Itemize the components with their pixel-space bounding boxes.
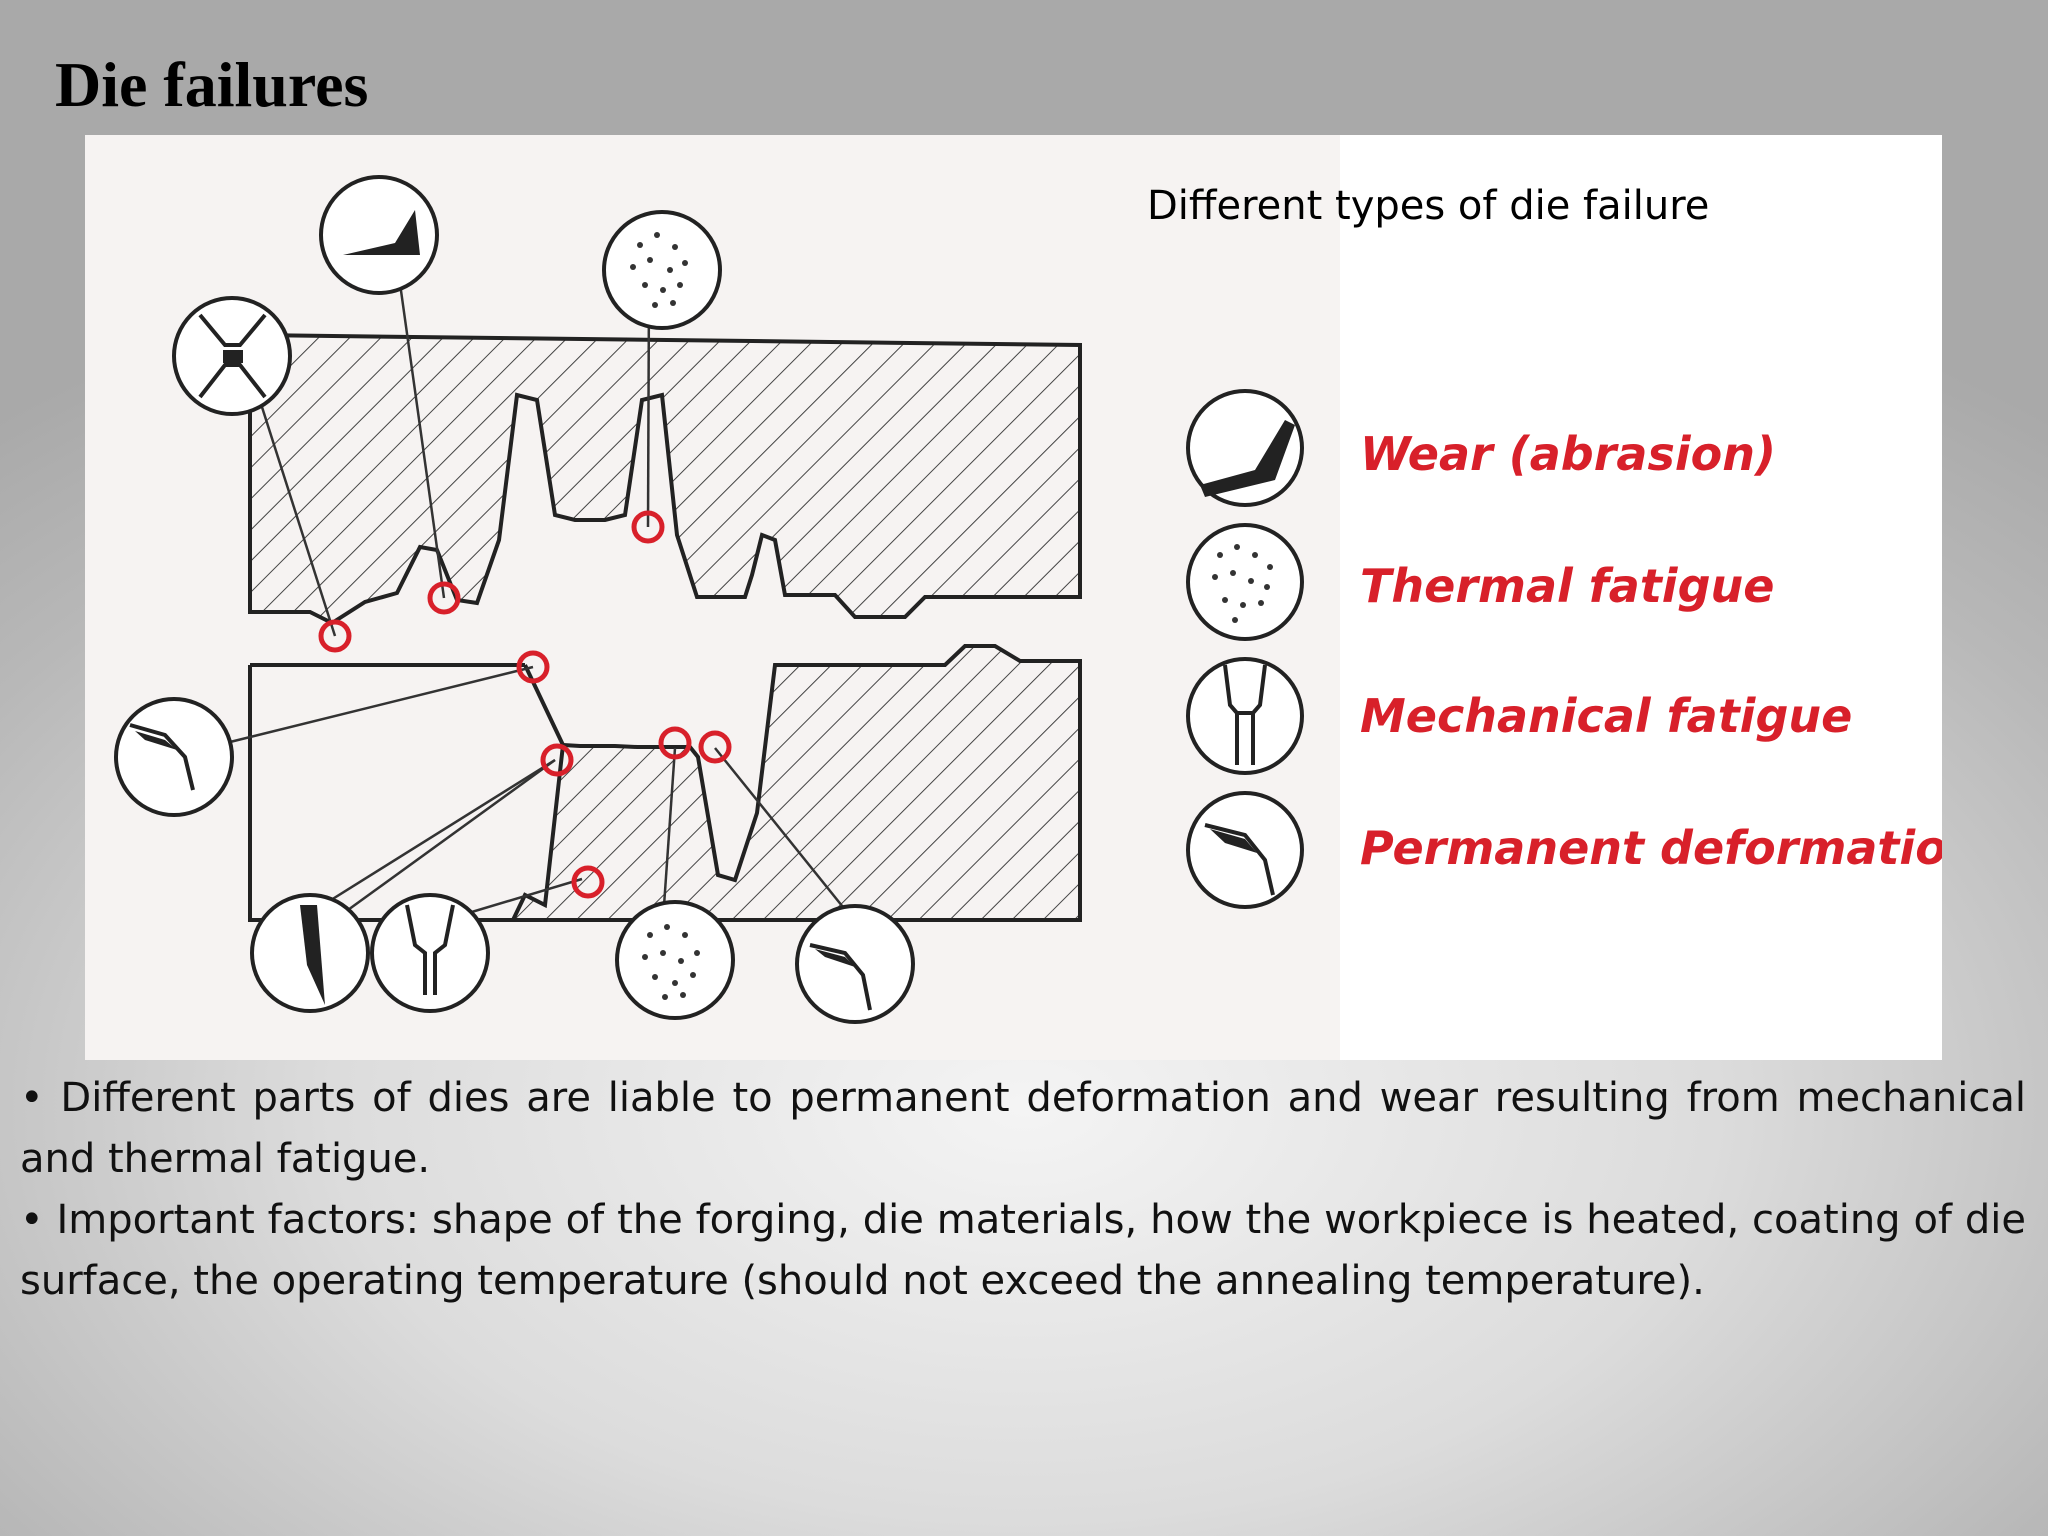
failure-marker: [516, 650, 550, 684]
leader-lines: [229, 261, 856, 923]
bullet-list: • Different parts of dies are liable to …: [20, 1068, 2026, 1312]
failure-marker: [540, 743, 574, 777]
bullet-item: • Important factors: shape of the forgin…: [20, 1197, 2026, 1304]
thermal-fatigue-icon: [1186, 523, 1304, 641]
failure-markers: [318, 510, 732, 899]
callout-mechanical-bottom: [370, 893, 490, 1013]
wear-icon: [1186, 389, 1304, 507]
die-cross-section-diagram: Wear (abrasion) Thermal fatigue Mechanic…: [85, 135, 1942, 1060]
failure-marker: [318, 619, 352, 653]
legend: Wear (abrasion) Thermal fatigue Mechanic…: [1186, 389, 1942, 909]
callout-wear-top: [319, 175, 439, 295]
callout-deformation-left: [114, 697, 234, 817]
legend-label-permanent-deformation: Permanent deformation: [1360, 821, 1942, 875]
legend-label-wear: Wear (abrasion): [1360, 427, 1776, 481]
mechanical-fatigue-icon: [1186, 657, 1304, 775]
figure-caption: Different types of die failure: [1147, 183, 1710, 229]
callout-thermal-top: [602, 210, 722, 330]
failure-marker: [658, 726, 692, 760]
failure-marker: [698, 730, 732, 764]
callout-thermal-bottom: [615, 900, 735, 1020]
legend-label-mechanical-fatigue: Mechanical fatigue: [1360, 689, 1852, 743]
callout-wear-bottom: [250, 893, 370, 1013]
failure-marker: [427, 581, 461, 615]
failure-marker: [631, 510, 665, 544]
failure-marker: [571, 865, 605, 899]
die-failure-figure: Wear (abrasion) Thermal fatigue Mechanic…: [85, 135, 1942, 1060]
callout-deformation-bottom: [795, 904, 915, 1024]
lower-die: [248, 644, 1082, 922]
legend-label-thermal-fatigue: Thermal fatigue: [1360, 559, 1774, 613]
permanent-deformation-icon: [1186, 791, 1304, 909]
upper-die: [248, 332, 1082, 626]
slide-title: Die failures: [55, 49, 369, 120]
callout-mechanical-top: [172, 296, 292, 416]
bullet-item: • Different parts of dies are liable to …: [20, 1075, 2026, 1182]
